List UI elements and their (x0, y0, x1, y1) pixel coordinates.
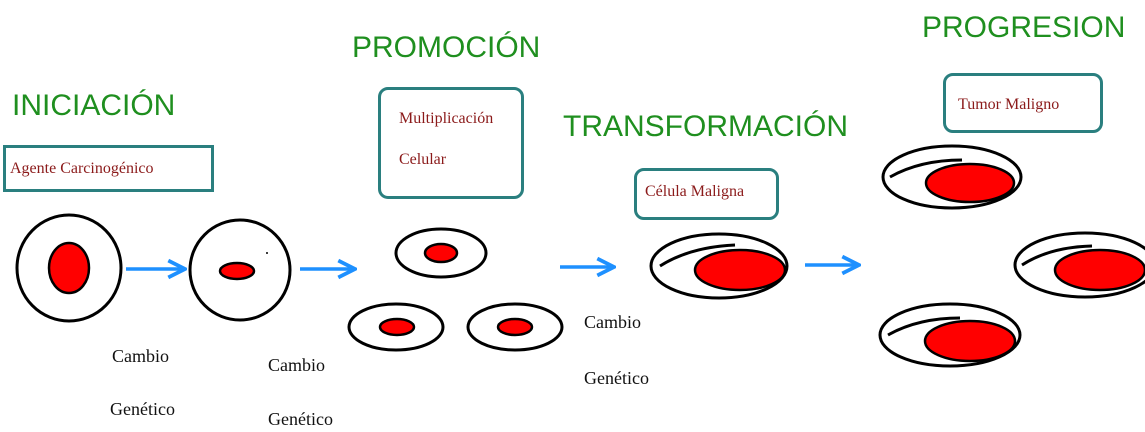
box-multiplicacion-label-line2: Celular (399, 151, 447, 168)
cell-promoted-right (466, 302, 564, 352)
note-cambio-3: Cambio (584, 312, 641, 332)
box-tumor-maligno-label: Tumor Maligno (958, 96, 1060, 113)
title-transformacion: TRANSFORMACIÓN (563, 110, 848, 143)
cell-promoted-left (347, 302, 445, 352)
title-iniciacion: INICIACIÓN (12, 89, 176, 122)
box-tumor-maligno: Tumor Maligno (943, 73, 1103, 133)
box-agente-carcinogenico-label: Agente Carcinogénico (10, 160, 154, 177)
note-cambio-2: Cambio (268, 355, 325, 375)
box-agente-carcinogenico: Agente Carcinogénico (3, 145, 214, 192)
cell-malignant (649, 232, 789, 300)
cell-promoted-top (394, 227, 488, 279)
box-celula-maligna: Célula Maligna (634, 168, 779, 220)
cell-tumor-bottom (878, 302, 1022, 368)
note-genetico-1: Genético (110, 399, 175, 419)
note-genetico-3: Genético (584, 368, 649, 388)
cell-tumor-top (881, 144, 1023, 210)
title-promocion: PROMOCIÓN (352, 31, 541, 64)
box-multiplicacion-celular: Multiplicación Celular (378, 87, 524, 199)
box-celula-maligna-label: Célula Maligna (645, 183, 745, 200)
note-genetico-2: Genético (268, 409, 333, 429)
note-cambio-1: Cambio (112, 346, 169, 366)
cell-initiated (188, 218, 292, 322)
title-progresion: PROGRESION (922, 11, 1126, 44)
cell-tumor-middle (1013, 231, 1145, 299)
box-multiplicacion-label-line1: Multiplicación (399, 110, 494, 127)
cell-normal (15, 213, 123, 323)
